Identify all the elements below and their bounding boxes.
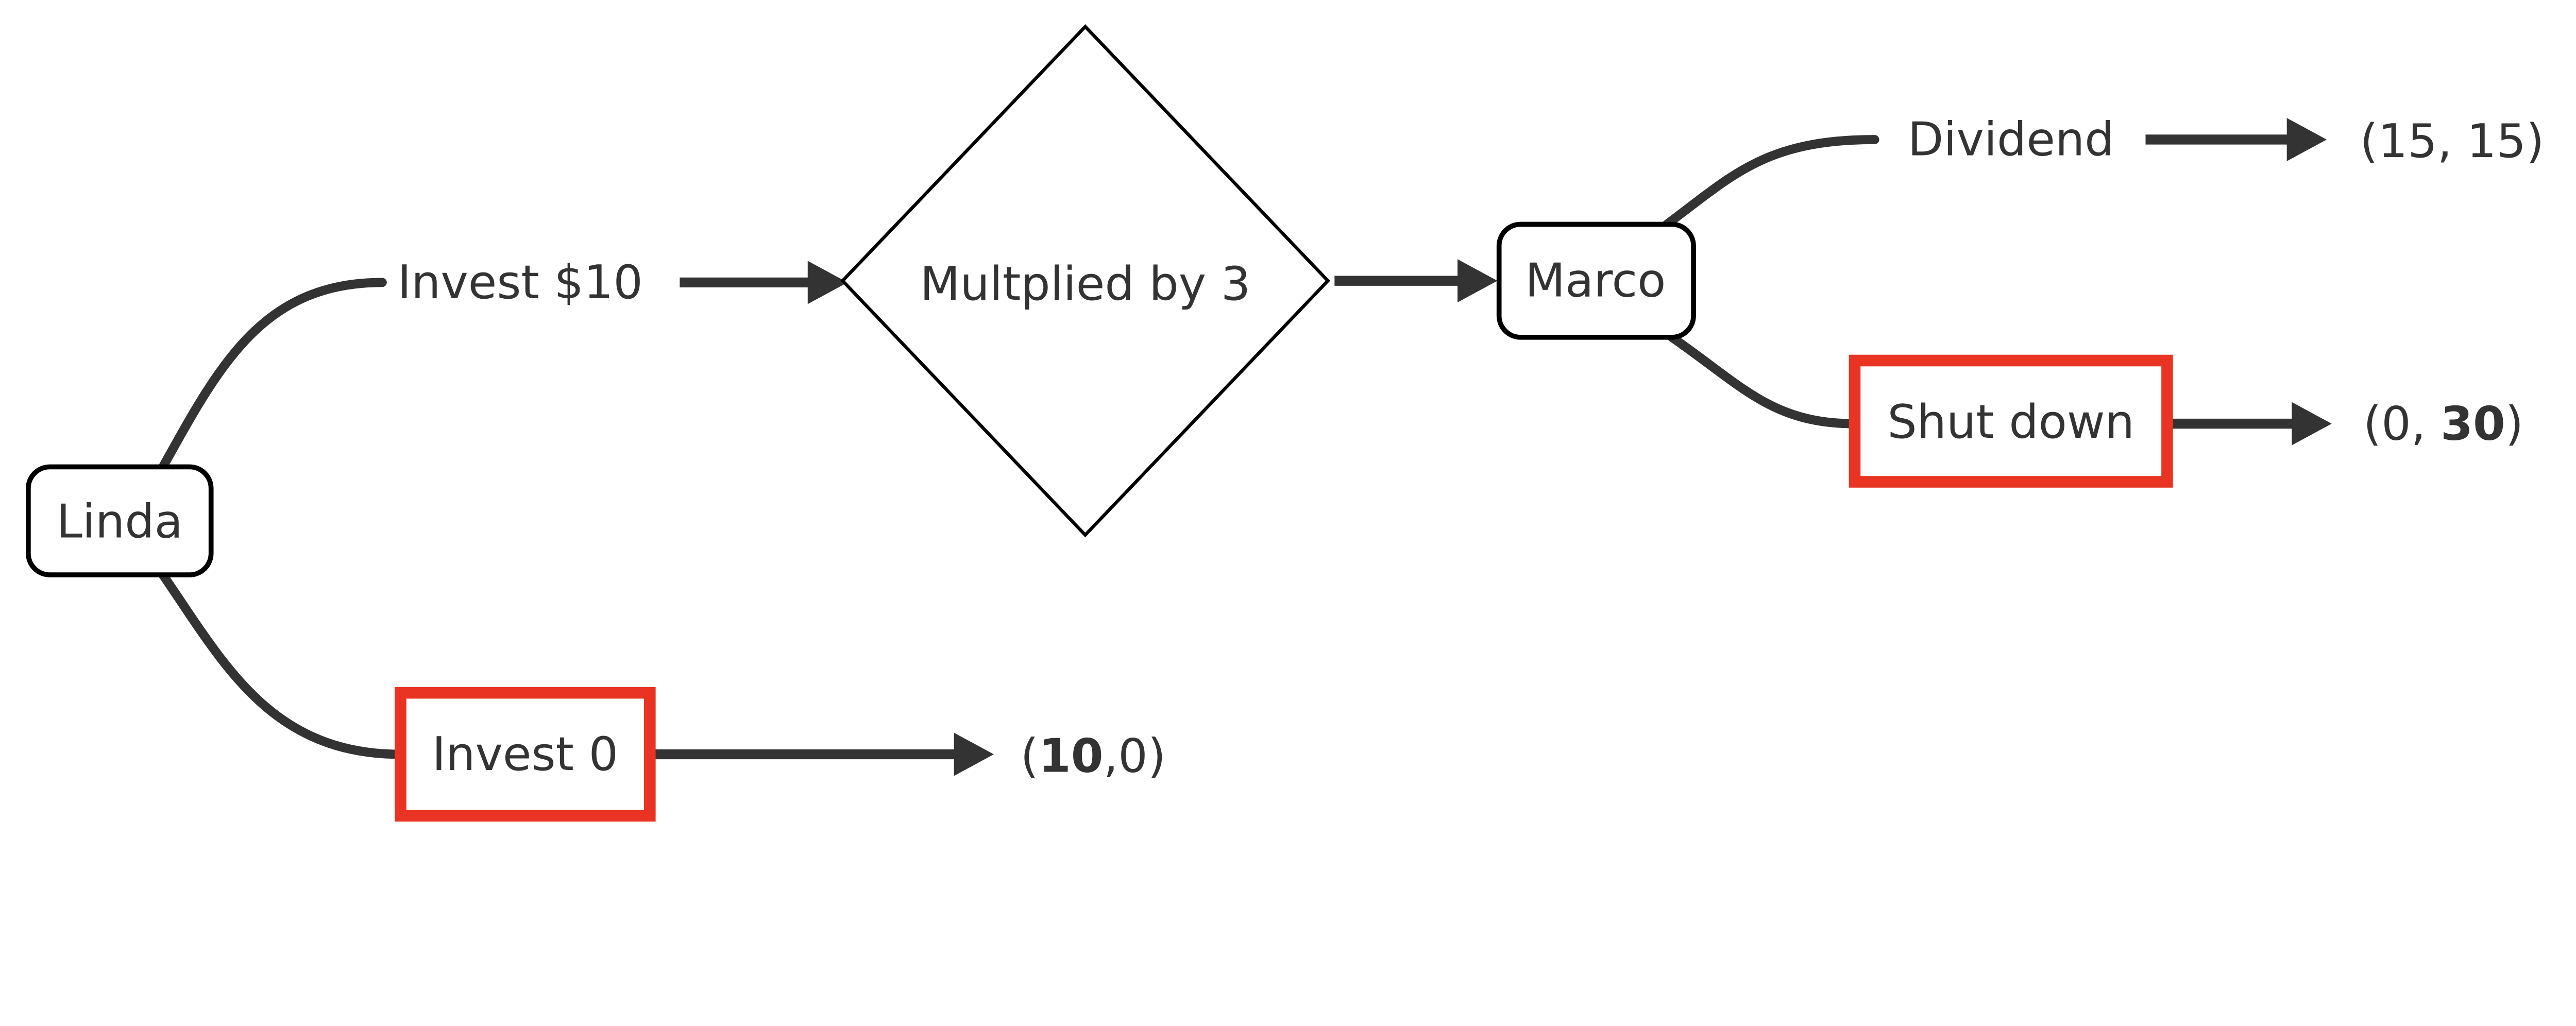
- arrowhead-right-icon: [2292, 402, 2332, 446]
- diagram-canvas: Linda Multplied by 3 Marco Invest $10 Di…: [26, 24, 2545, 822]
- arrow-diamond-to-marco: [1334, 259, 1498, 303]
- arrow-invest10-to-diamond: [680, 261, 848, 304]
- dividend-edge-label: Dividend: [1908, 112, 2114, 166]
- payoff-shutdown: (0, 30): [2363, 397, 2523, 451]
- invest0-highlight-box: [395, 687, 656, 822]
- arrowhead-right-icon: [954, 732, 994, 776]
- arrow-dividend-to-payoff: [2145, 118, 2327, 161]
- edge-linda-to-invest10: [158, 278, 387, 472]
- marco-node-box: [1496, 221, 1696, 340]
- shutdown-edge-label: Shut down: [1887, 395, 2134, 449]
- invest0-edge-label: Invest 0: [432, 727, 619, 781]
- arrow-invest0-to-payoff: [650, 732, 994, 776]
- shutdown-highlighted-label: Shut down: [1849, 354, 2173, 488]
- linda-node-box: [26, 464, 214, 577]
- edge-marco-to-shutdown: [1667, 332, 1859, 429]
- payoff-shutdown-bold: 30: [2441, 397, 2505, 451]
- payoff-dividend-prefix: (15, 15): [2360, 114, 2545, 168]
- payoff-invest0: (10,0): [1021, 729, 1166, 783]
- edge-marco-to-dividend: [1662, 135, 1879, 229]
- decision-diamond-label: Multplied by 3: [920, 257, 1251, 311]
- marco-node: Marco: [1496, 221, 1696, 340]
- arrowhead-right-icon: [2286, 118, 2327, 161]
- arrowhead-right-icon: [807, 261, 848, 304]
- decision-diamond-shape: [840, 24, 1330, 538]
- linda-node: Linda: [26, 464, 214, 577]
- payoff-invest0-bold: 10: [1039, 729, 1104, 783]
- edge-linda-to-invest0: [158, 570, 405, 759]
- shutdown-highlight-box: [1849, 354, 2173, 488]
- decision-tree-diagram: Linda Multplied by 3 Marco Invest $10 Di…: [26, 24, 2545, 822]
- invest10-edge-label: Invest $10: [397, 255, 642, 310]
- payoff-invest0-prefix: (: [1021, 729, 1039, 783]
- payoff-shutdown-suffix: ): [2505, 397, 2523, 451]
- arrowhead-right-icon: [1458, 259, 1498, 303]
- payoff-dividend: (15, 15): [2360, 114, 2545, 168]
- decision-diamond-node: Multplied by 3: [840, 24, 1330, 538]
- marco-node-label: Marco: [1525, 254, 1666, 308]
- linda-node-label: Linda: [57, 494, 183, 549]
- payoff-invest0-suffix: ,0): [1104, 729, 1166, 783]
- payoff-shutdown-prefix: (0,: [2363, 397, 2441, 451]
- arrow-shutdown-to-payoff: [2167, 402, 2332, 446]
- invest0-highlighted-label: Invest 0: [395, 687, 656, 822]
